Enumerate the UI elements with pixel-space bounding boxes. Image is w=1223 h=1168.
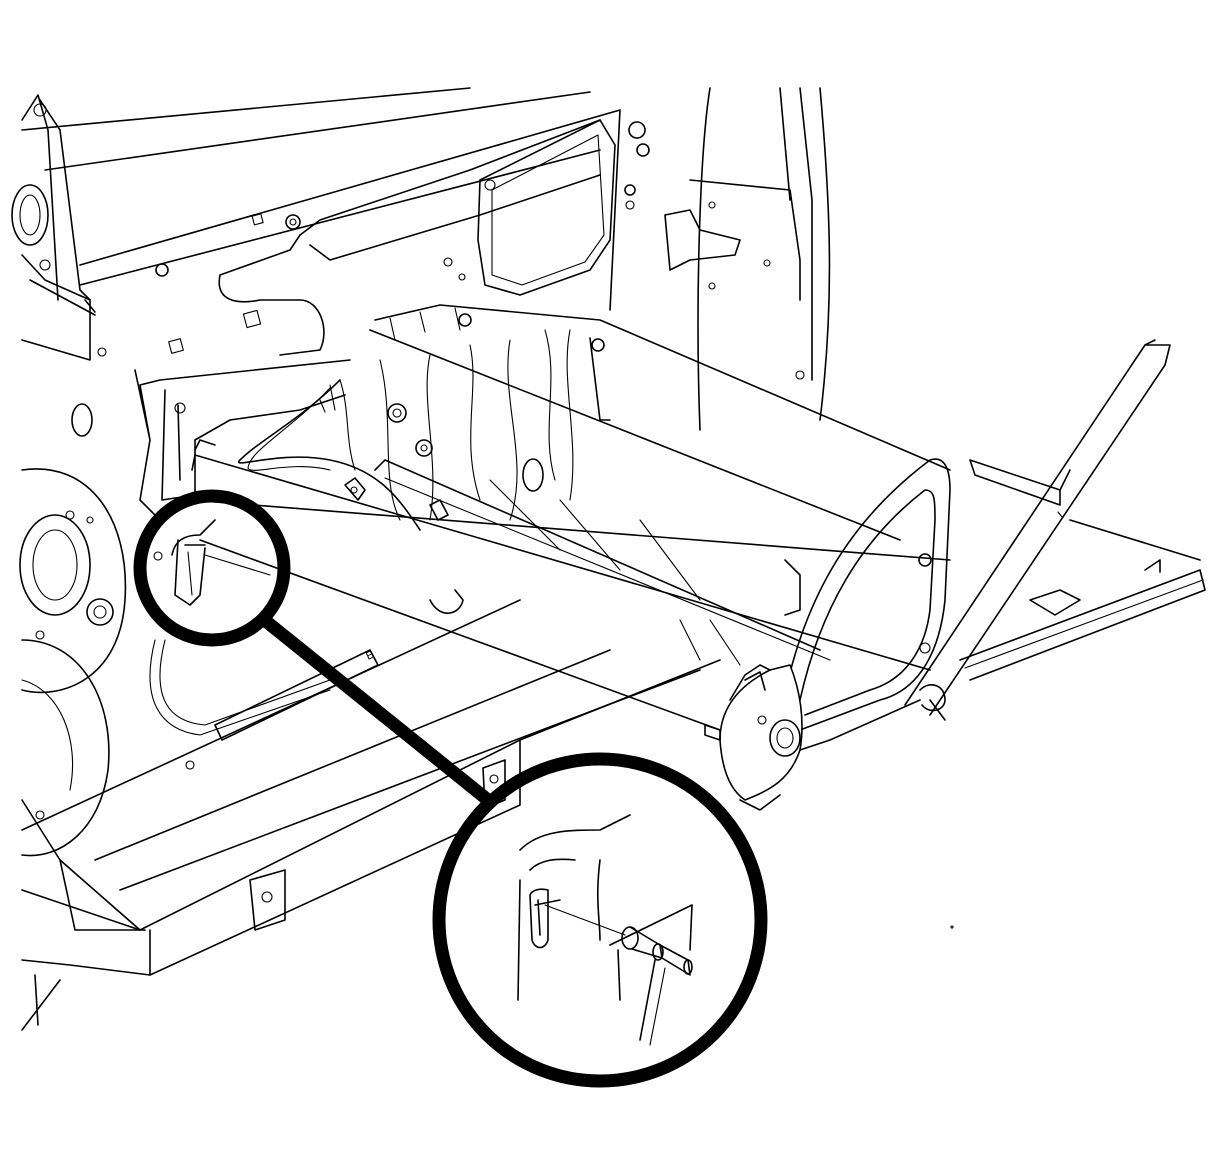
door-inner-panel: E <box>11 87 721 1031</box>
panel-stamp-letter: E <box>364 649 376 663</box>
callout-source-circle <box>133 489 291 647</box>
window-regulator-assembly <box>189 304 1206 811</box>
callout-leader-line <box>257 612 493 806</box>
callout-detail-circle <box>432 752 768 1088</box>
door-frame-pillar <box>664 87 831 431</box>
callout-detail <box>133 489 768 1088</box>
